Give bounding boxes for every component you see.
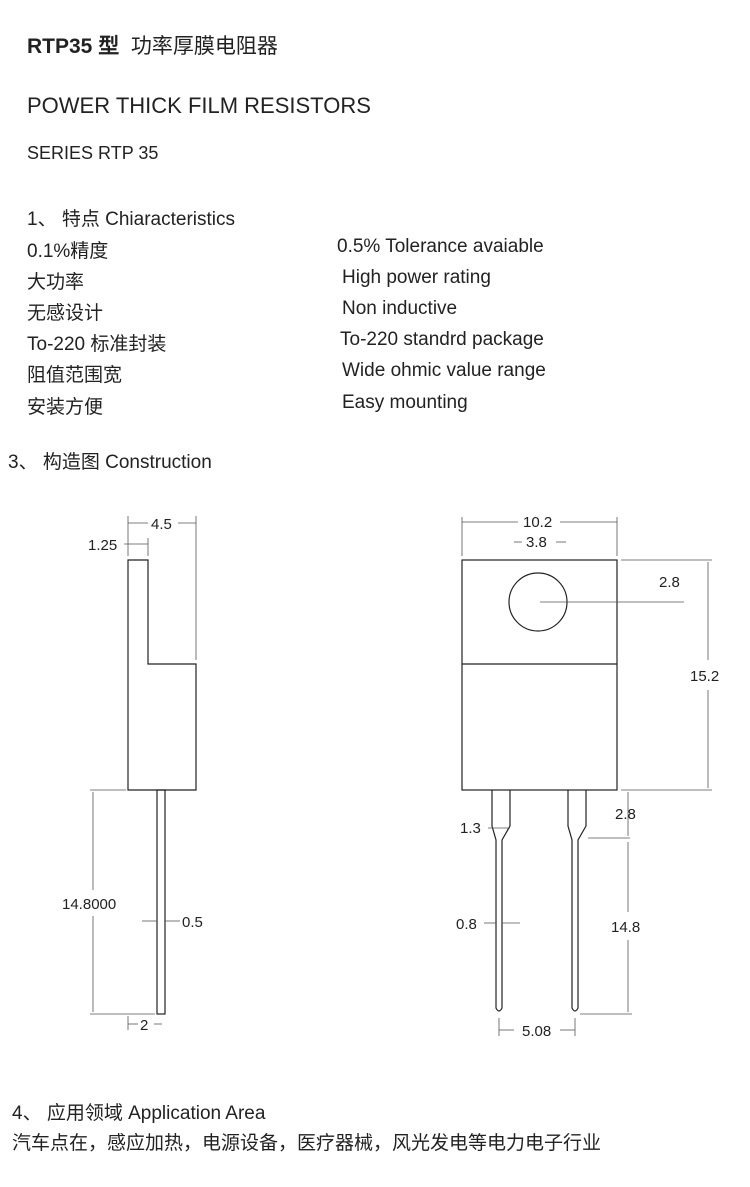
front-hole-height-label: 2.8 [659,574,680,591]
char-cn-1: 0.1%精度 [27,241,109,262]
page-title: RTP35 型 功率厚膜电阻器 [27,30,278,60]
char-en-1: 0.5% Tolerance avaiable [337,236,544,257]
title-cn: 功率厚膜电阻器 [130,35,278,58]
series-label: SERIES RTP 35 [27,143,159,163]
char-cn-5: 阻值范围宽 [27,365,123,386]
side-lead-offset-label: 2 [140,1017,148,1034]
char-en-2: High power rating [342,267,491,288]
front-lead-width-label: 0.8 [456,916,477,933]
front-lead-length-label: 14.8 [611,919,640,936]
application-text: 汽车点在，感应加热，电源设备，医疗器械，风光发电等电力电子行业 [12,1133,602,1154]
char-cn-4: To-220 标准封装 [27,334,167,355]
front-view [461,559,618,1012]
side-view [127,559,197,1015]
side-lead-width-label: 0.5 [182,914,203,931]
front-lead-shoulder-label: 1.3 [460,820,481,837]
front-width-label: 10.2 [523,514,552,531]
char-en-3: Non inductive [342,298,458,319]
side-view-body-outline [127,559,197,791]
front-pitch-label: 5.08 [522,1023,551,1040]
side-width-label: 4.5 [151,516,172,533]
side-thickness-label: 1.25 [88,537,117,554]
construction-heading: 3、 构造图 Construction [8,452,212,473]
char-en-4: To-220 standrd package [340,329,544,350]
front-body-height-label: 15.2 [690,668,719,685]
title-model: RTP35 型 [27,35,120,58]
front-view-left-lead [491,790,511,1012]
front-view-body [461,559,618,791]
front-shoulder-length-label: 2.8 [615,806,636,823]
front-view-right-lead [567,790,587,1012]
characteristics-heading: 1、 特点 Chiaracteristics [27,209,235,230]
char-cn-3: 无感设计 [27,303,104,324]
side-view-lead [156,789,166,1015]
char-cn-2: 大功率 [27,272,85,293]
application-heading: 4、 应用领域 Application Area [12,1103,266,1124]
char-en-6: Easy mounting [342,392,468,413]
side-lead-length-label: 14.8000 [62,896,116,913]
page-subtitle: POWER THICK FILM RESISTORS [27,93,371,118]
char-en-5: Wide ohmic value range [342,360,546,381]
front-hole-offset-label: 3.8 [526,534,547,551]
char-cn-6: 安装方便 [27,397,104,418]
